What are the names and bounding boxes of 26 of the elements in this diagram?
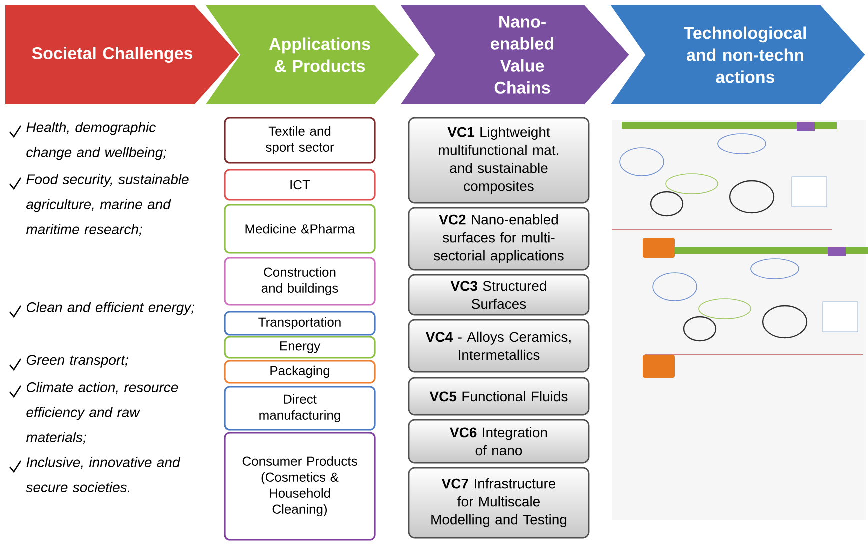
category-box: Medicine &Pharma bbox=[224, 204, 376, 254]
category-box: ICT bbox=[224, 169, 376, 201]
value-chain-box: VC3 Structured Surfaces bbox=[408, 274, 590, 316]
value-chain-box: VC1 Lightweight multifunctional mat. and sustainable composites bbox=[408, 117, 590, 204]
process-step: Applications & Products bbox=[204, 4, 421, 106]
category-box: Energy bbox=[224, 336, 376, 359]
challenge-item: Health, demographic change and wellbeing; bbox=[26, 122, 167, 160]
value-chain-box: VC6 Integration of nano bbox=[408, 419, 590, 464]
challenge-item: Climate action, resource efficiency and raw materials; bbox=[26, 382, 178, 444]
value-chain-box: VC4 - Alloys Ceramics, Intermetallics bbox=[408, 319, 590, 373]
value-chain-box: VC5 Functional Fluids bbox=[408, 377, 590, 416]
category-box: Direct manufacturing bbox=[224, 386, 376, 431]
category-box: Construction and buildings bbox=[224, 257, 376, 306]
process-step: Technologiocal and non-techn actions bbox=[609, 4, 867, 106]
category-box: Packaging bbox=[224, 360, 376, 384]
challenge-item: Clean and efficient energy; bbox=[26, 302, 195, 316]
value-chain-box: VC2 Nano-enabled surfaces for multi-sectorial applications bbox=[408, 207, 590, 271]
value-chain-box: VC7 Infrastructure for Multiscale Modelling and Testing bbox=[408, 467, 590, 539]
process-step: Societal Challenges bbox=[4, 4, 241, 106]
category-box: Transportation bbox=[224, 311, 376, 336]
process-step: Nano-enabled Value Chains bbox=[399, 4, 631, 106]
category-box: Textile and sport sector bbox=[224, 117, 376, 164]
category-box: Consumer Products (Cosmetics & Household Cleaning) bbox=[224, 432, 376, 541]
challenge-item: Food security, sustainable agriculture, marine and maritime research; bbox=[26, 174, 189, 236]
challenge-item: Inclusive, innovative and secure societies. bbox=[26, 457, 181, 492]
challenge-item: Green transport; bbox=[26, 355, 128, 368]
